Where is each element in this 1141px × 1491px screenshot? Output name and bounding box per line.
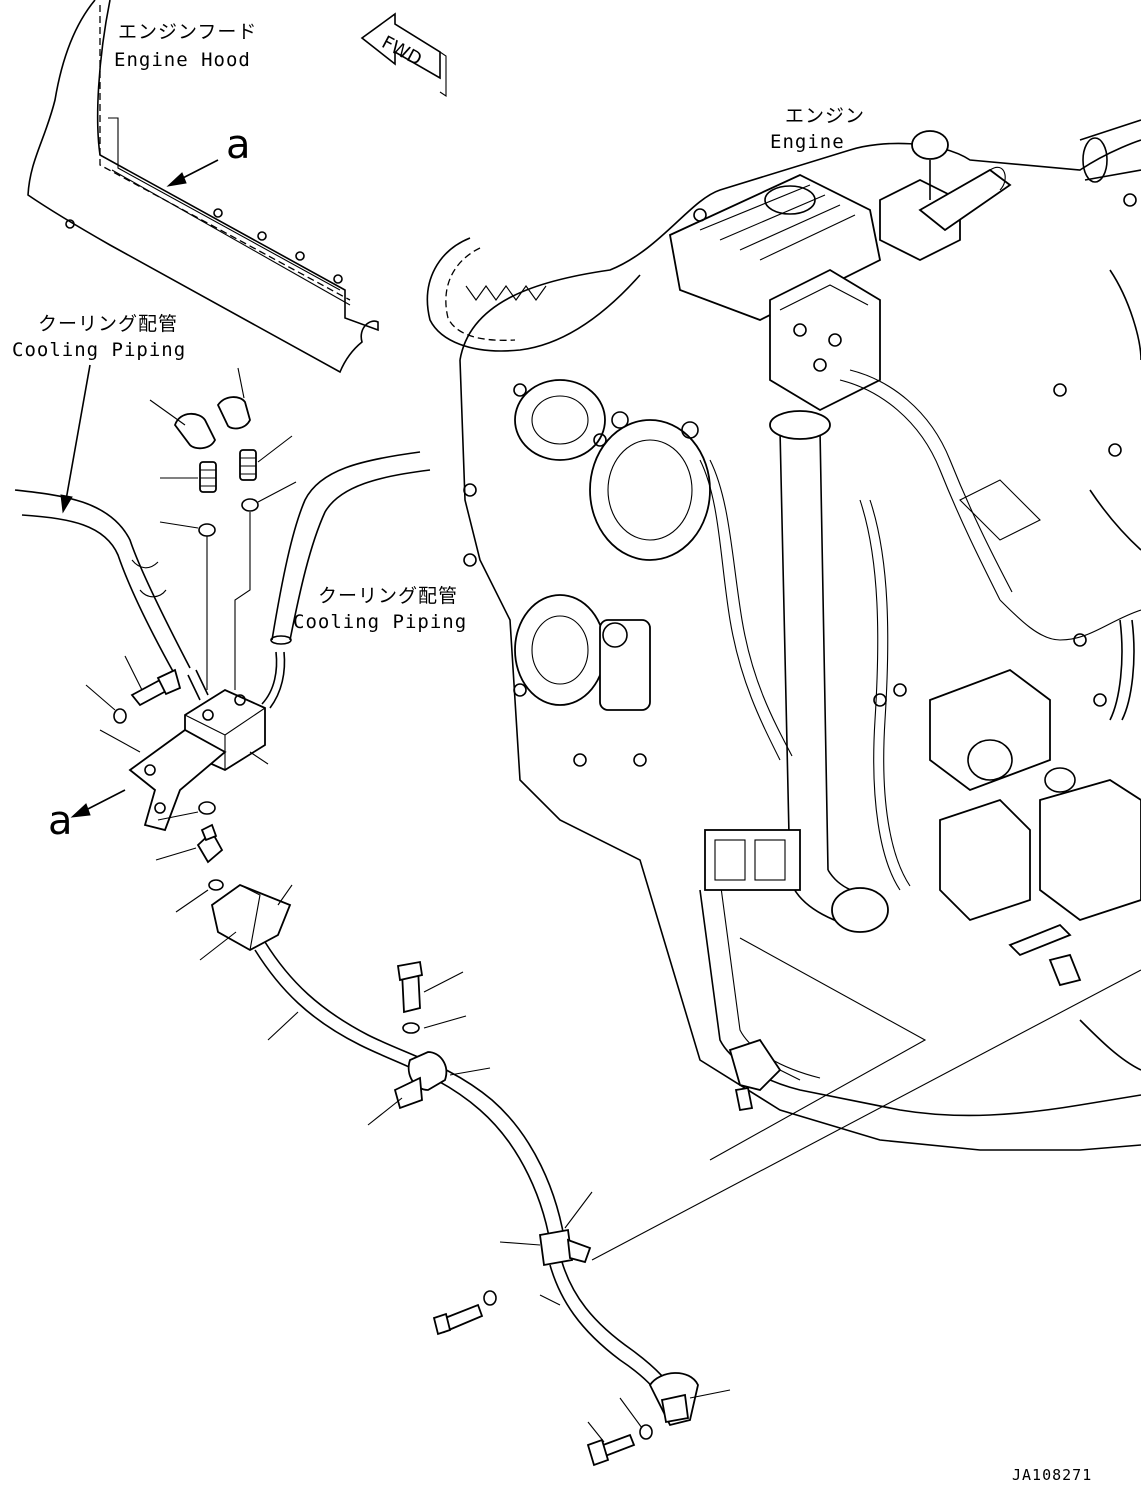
- cooling-hose-right: [270, 451, 431, 645]
- engine-label-jp: エンジン: [785, 105, 865, 127]
- cooling-hose-left: [14, 489, 191, 676]
- cooling-piping-leader-1: [65, 364, 91, 501]
- engine-hood: [27, 0, 379, 374]
- cooling-piping-label-jp-1: クーリング配管: [38, 313, 178, 335]
- fittings-assembly: [85, 367, 297, 913]
- connector-left-icon: [173, 412, 217, 450]
- arrowhead-icon: [166, 172, 187, 187]
- cooling-piping-label-en-1: Cooling Piping: [12, 339, 186, 361]
- callout-a-top: a: [226, 122, 251, 168]
- drawing-code: JA108271: [1012, 1466, 1092, 1484]
- sensor-harness: [199, 883, 731, 1467]
- callout-a-left: a: [48, 798, 73, 844]
- cooling-piping-label-en-2: Cooling Piping: [293, 611, 467, 633]
- detail-reference-line: [709, 937, 927, 1161]
- cooling-piping-label-jp-2: クーリング配管: [318, 585, 458, 607]
- engine-hood-label-en: Engine Hood: [114, 49, 251, 71]
- arrowhead-icon: [70, 803, 91, 818]
- detail-reference-line: [591, 969, 1141, 1261]
- connector-right-icon: [216, 396, 251, 430]
- engine: [426, 119, 1141, 1151]
- fwd-arrow-icon: FWD: [360, 12, 447, 98]
- engine-hood-label-jp: エンジンフード: [118, 21, 257, 43]
- arrowhead-icon: [60, 494, 73, 514]
- callout-a-left-arrow: [81, 789, 126, 813]
- detail-reference-line: [539, 1294, 561, 1306]
- engine-label-en: Engine: [770, 131, 845, 153]
